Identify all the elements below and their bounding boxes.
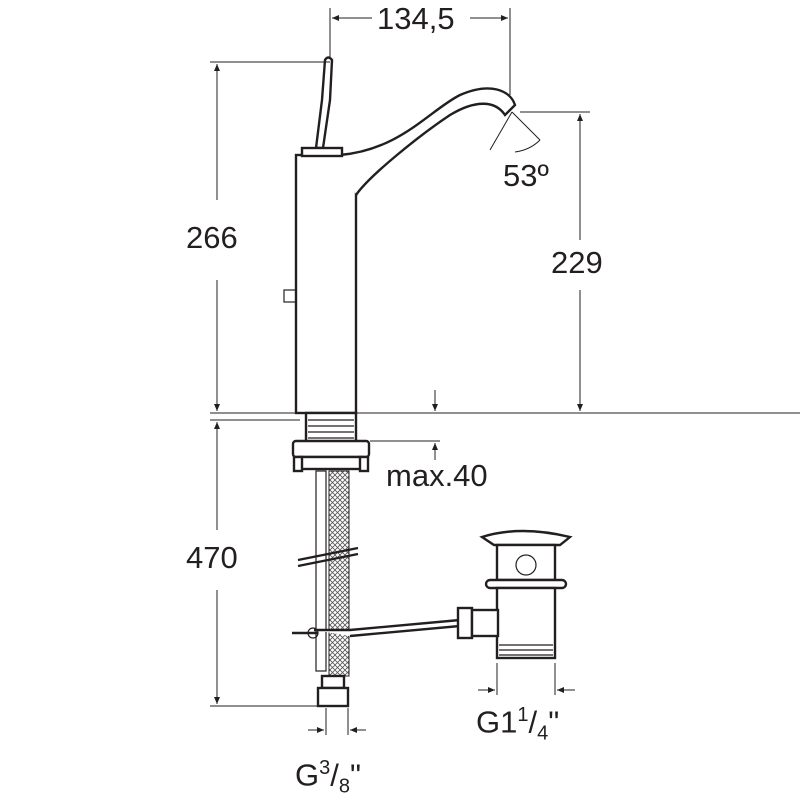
spout-angle-label: 53º (503, 158, 549, 193)
waste-thread-den: 4 (537, 722, 549, 745)
waste-valve (456, 529, 573, 660)
popup-rod (292, 618, 462, 639)
inlet-thread-den: 8 (338, 775, 350, 798)
spout-height-label: 229 (551, 245, 603, 280)
spout-reach-label: 134,5 (377, 1, 455, 36)
max-thickness-label: max.40 (386, 458, 488, 493)
supply-hoses (297, 470, 359, 708)
inlet-thread-label: G3/8" (295, 757, 362, 798)
inlet-thread-prefix: G (295, 757, 320, 793)
waste-thread-num: 1 (517, 704, 529, 726)
hose-length-label: 470 (186, 540, 238, 575)
faucet-body (283, 56, 517, 415)
waste-thread-prefix: G1 (476, 704, 518, 740)
inlet-thread-num: 3 (319, 757, 331, 779)
inlet-thread-suffix: " (350, 757, 362, 793)
waste-thread-suffix: " (548, 704, 560, 740)
dimension-lines (210, 8, 800, 735)
mounting-nut (291, 411, 371, 473)
total-height-label: 266 (186, 220, 238, 255)
waste-thread-label: G11/4" (476, 704, 560, 745)
